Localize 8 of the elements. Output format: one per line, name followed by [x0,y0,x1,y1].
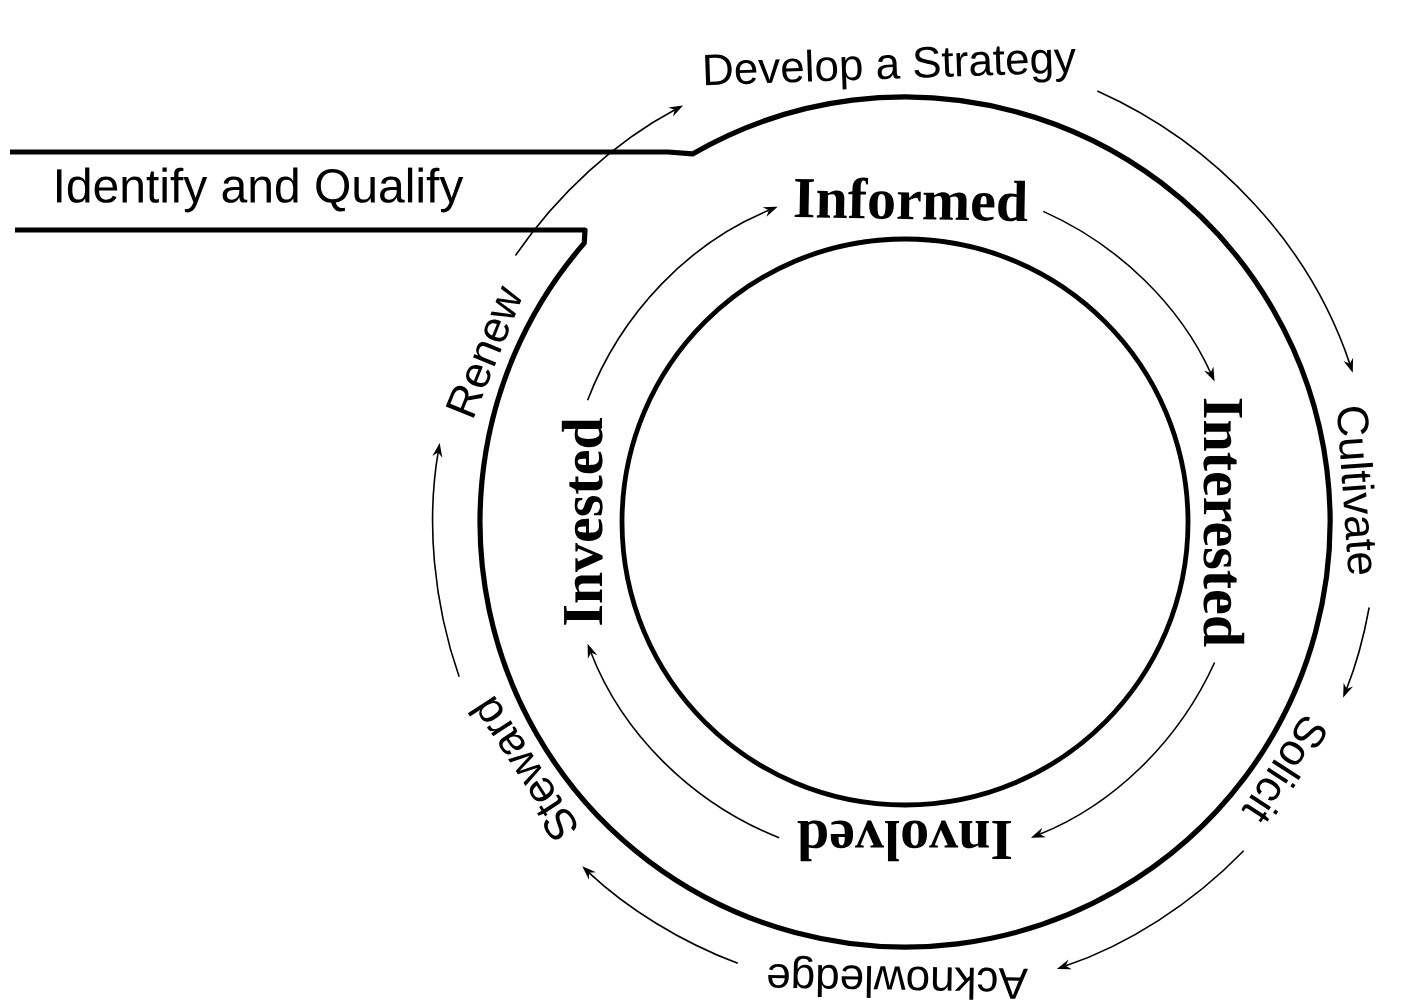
stage-label: Informed [794,177,1028,222]
stage-label: Invested [561,417,603,625]
entry-label: Identify and Qualify [56,167,464,213]
step-label: Acknowledge [768,955,1028,1000]
stage-label: Involved [797,820,1012,862]
step-label: Cultivate [1337,407,1376,575]
stage-label: Interested [1203,398,1245,647]
step-label: Develop a Strategy [705,46,1076,90]
